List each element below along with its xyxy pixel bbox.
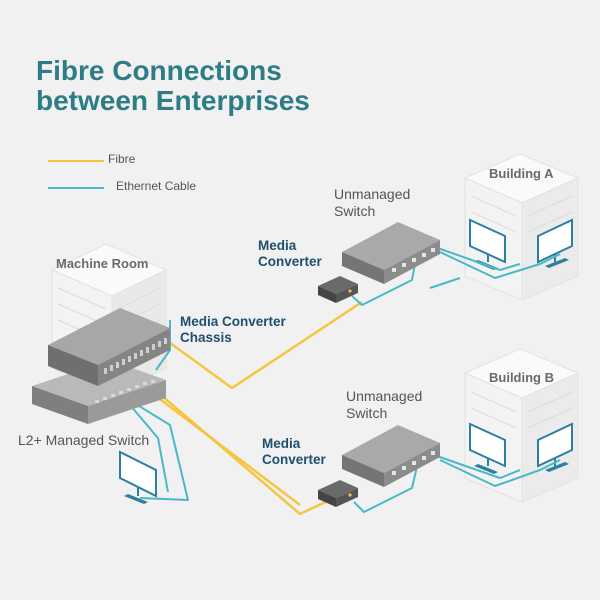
media-converter-b-label: Media Converter — [262, 436, 326, 468]
ethernet-switch-b-bldg-1 — [433, 454, 521, 479]
switch-a-label-line-2: Switch — [334, 203, 376, 219]
mc-b-label-line-2: Converter — [262, 452, 326, 467]
unmanaged-switch-b-icon — [342, 425, 440, 487]
ethernet-l2-monitor-2 — [129, 404, 169, 493]
media-converter-b-icon — [318, 480, 358, 507]
chassis-label-line-1: Media Converter — [180, 314, 286, 329]
machine-room-label: Machine Room — [56, 256, 149, 271]
building-a-label: Building A — [489, 166, 554, 181]
ethernet-switch-b-bldg-2 — [439, 459, 561, 487]
ethernet-l2-monitor — [125, 397, 189, 501]
ethernet-mc-a-switch — [351, 257, 417, 306]
media-converter-a-icon — [318, 276, 358, 303]
title-line-2: between Enterprises — [36, 85, 310, 116]
l2-switch-label: L2+ Managed Switch — [18, 432, 150, 448]
mc-a-label-line-2: Converter — [258, 254, 322, 269]
legend-ethernet-swatch — [48, 187, 104, 189]
chassis-label-line-2: Chassis — [180, 330, 232, 345]
switch-b-label-line-2: Switch — [346, 405, 388, 421]
building-b-label: Building B — [489, 370, 554, 385]
switch-b-label-line-1: Unmanaged — [346, 388, 423, 404]
legend-fibre-swatch — [48, 160, 104, 162]
unmanaged-switch-a-label: Unmanaged Switch — [334, 186, 410, 220]
ethernet-switch-a-bldg-1 — [431, 245, 521, 271]
fibre-link-a — [165, 300, 363, 390]
mc-a-label-line-1: Media — [258, 238, 297, 253]
ethernet-cables — [125, 245, 561, 513]
unmanaged-switch-a-icon — [342, 222, 440, 284]
monitor-icon — [119, 450, 157, 504]
unmanaged-switch-b-label: Unmanaged Switch — [346, 388, 422, 422]
monitor-icon — [537, 218, 573, 268]
ethernet-switch-a-bldg-3 — [429, 277, 461, 289]
monitor-icon — [469, 422, 506, 474]
legend-ethernet-label: Ethernet Cable — [116, 179, 197, 193]
diagram-title: Fibre Connections between Enterprises — [36, 56, 310, 116]
title-line-1: Fibre Connections — [36, 55, 282, 86]
legend-fibre-label: Fibre — [108, 152, 136, 166]
media-converter-chassis-icon — [48, 308, 170, 386]
media-converter-a-label: Media Converter — [258, 238, 322, 270]
mc-b-label-line-1: Media — [262, 436, 301, 451]
media-converter-chassis-label: Media Converter Chassis — [180, 314, 286, 346]
monitor-icon — [537, 422, 573, 472]
ethernet-mc-b-switch — [353, 461, 419, 513]
ethernet-switch-a-bldg-2 — [439, 251, 561, 279]
switch-a-label-line-1: Unmanaged — [334, 186, 411, 202]
